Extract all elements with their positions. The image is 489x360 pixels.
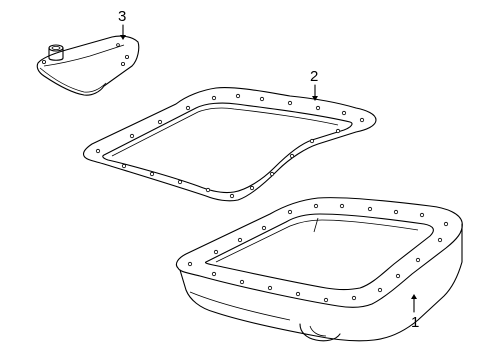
callout-1: 1: [411, 294, 419, 331]
callout-label-2: 2: [310, 68, 318, 85]
gasket-icon: [82, 87, 377, 202]
callout-3: 3: [118, 8, 126, 40]
callout-label-3: 3: [118, 8, 126, 25]
filter-icon: [36, 35, 140, 96]
callout-2: 2: [310, 68, 318, 101]
callout-label-1: 1: [411, 314, 419, 331]
oil-pan-icon: [175, 197, 463, 342]
